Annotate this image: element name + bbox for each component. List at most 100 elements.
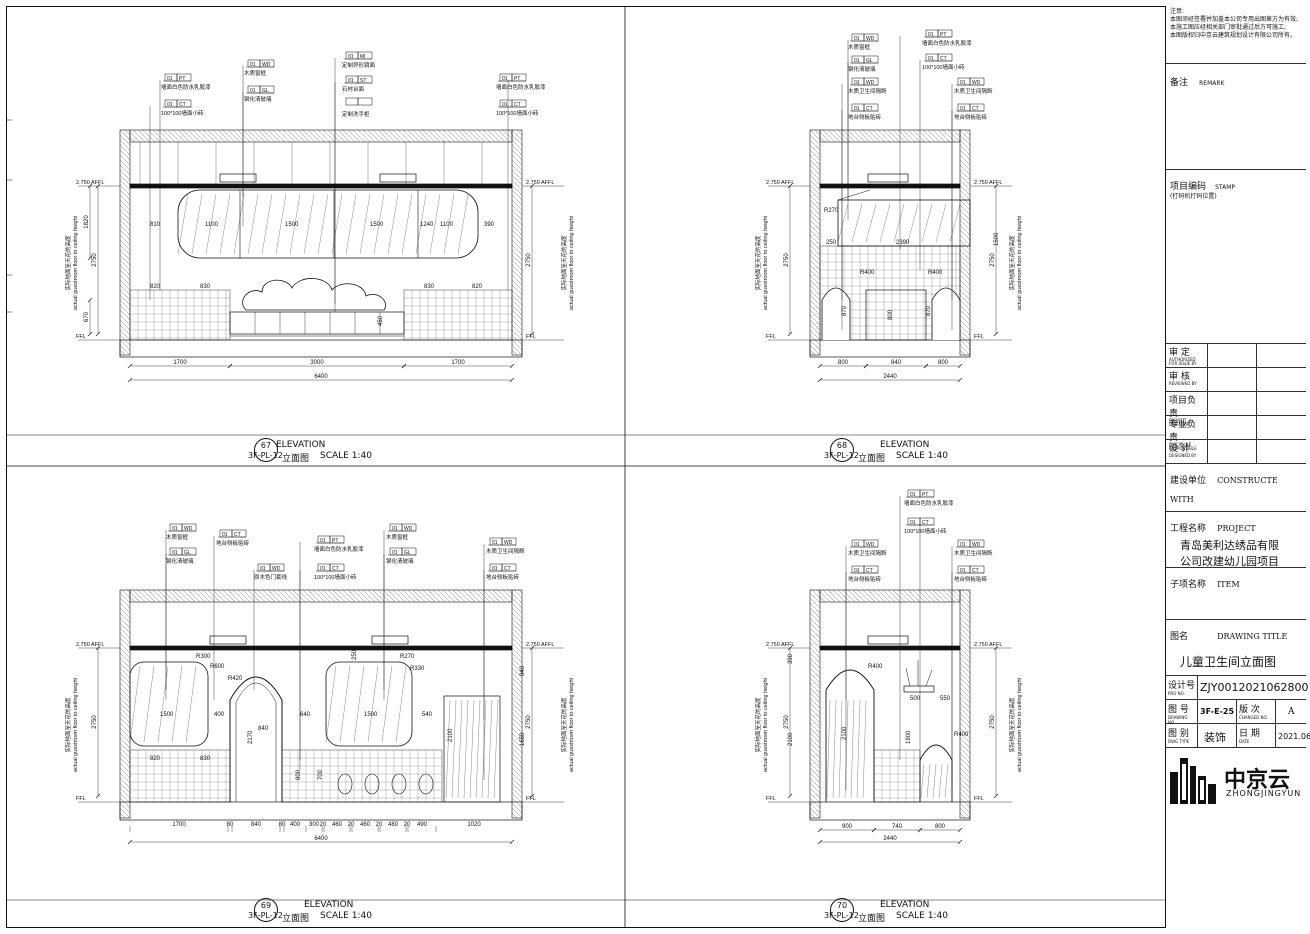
- approval-cn: 项目负责: [1169, 396, 1197, 419]
- hatch-line: [372, 589, 386, 603]
- hatch-line: [959, 324, 971, 336]
- dim-tick: [917, 827, 923, 833]
- dim-tick: [529, 183, 535, 189]
- elevation-69-number-bubble: 69: [254, 898, 278, 922]
- level-label: FFL: [766, 334, 776, 340]
- hatch-line: [262, 129, 276, 143]
- hatch-line: [959, 707, 971, 719]
- drawing-text: 250: [826, 240, 837, 246]
- hatch-line: [119, 592, 131, 604]
- tag-number: 01: [960, 542, 966, 548]
- hatch-line: [511, 254, 523, 266]
- hatch-line: [407, 129, 421, 143]
- level-label: FFL: [76, 796, 86, 802]
- hatch-line: [809, 752, 821, 764]
- hatch-line: [129, 136, 136, 143]
- hatch-line: [959, 289, 971, 301]
- hatch-line: [511, 607, 523, 619]
- dim-label: 840: [891, 360, 902, 366]
- dim-tick: [509, 363, 515, 369]
- drawing-text: 250: [352, 649, 358, 660]
- hatch-line: [809, 652, 821, 664]
- hatch-line: [119, 139, 131, 151]
- dim-label: 2440: [883, 836, 897, 842]
- hatch-line: [511, 722, 523, 734]
- drawing-text: 1100: [440, 222, 454, 228]
- tag-code: CT: [940, 56, 947, 62]
- hatch-line: [511, 309, 523, 321]
- elevation-67-scale: SCALE 1:40: [320, 451, 372, 461]
- level-label: FFL: [974, 334, 984, 340]
- hatch-line: [518, 589, 523, 594]
- hatch-line: [119, 154, 131, 166]
- hatch-line: [809, 159, 821, 171]
- hatch-line: [819, 596, 826, 603]
- drawing-text: 800: [888, 309, 894, 320]
- hatch-line: [959, 224, 971, 236]
- hatch-line: [809, 234, 821, 246]
- hatch-line: [477, 129, 491, 143]
- remarks-label: 备注: [1170, 78, 1189, 88]
- drawing-text: 390: [788, 653, 794, 664]
- segment-dim: 300: [309, 822, 320, 828]
- hatch-line: [957, 129, 961, 133]
- hatch-line: [511, 139, 523, 151]
- hatch-line: [357, 129, 371, 143]
- material-tag: 墙面白色防水乳胶漆: [161, 83, 211, 91]
- glass-hatch: [865, 203, 877, 243]
- partition-grain: [475, 699, 481, 799]
- hatch-line: [892, 129, 906, 143]
- hatch-line: [124, 129, 131, 136]
- hatch-line: [809, 344, 821, 356]
- hatch-line: [809, 657, 821, 669]
- glass-hatch: [921, 203, 933, 243]
- hatch-line: [342, 129, 356, 143]
- hatch-line: [842, 589, 856, 603]
- client-label: 建设单位: [1170, 476, 1207, 486]
- hatch-line: [809, 757, 821, 769]
- dim-tick: [957, 377, 963, 383]
- material-tag: 地台侧板贴砖: [848, 113, 882, 121]
- elevation-69-type: ELEVATION: [304, 900, 354, 910]
- dim-label: 1820: [84, 215, 90, 229]
- hatch-line: [126, 589, 131, 594]
- hatch-line: [511, 812, 518, 819]
- glass-hatch: [401, 193, 413, 255]
- hatch-line: [809, 264, 821, 276]
- drawing-text: 840: [258, 726, 269, 732]
- partition-grain: [932, 763, 937, 799]
- hatch-line: [447, 589, 461, 603]
- hatch-line: [809, 289, 821, 301]
- dim-label: 800: [938, 360, 949, 366]
- level-label: 2.750 AFFL: [766, 180, 794, 186]
- side-note-en: actual guestroom floor to ceiling height: [569, 215, 575, 310]
- material-tag: 木质卫生间隔断: [486, 547, 525, 555]
- segment-dim: 840: [251, 822, 262, 828]
- title-block: 注意: 本图须经签署并加盖本公司专用出图章方为有效; 本施工图应经相关部门审批通…: [1165, 6, 1310, 928]
- hatch-line: [511, 159, 523, 171]
- drawing-text: 1650: [520, 732, 526, 746]
- tag-number: 01: [854, 36, 860, 42]
- tag-code: PT: [514, 76, 520, 82]
- hatch-line: [959, 179, 971, 191]
- elevation-68-number-bubble: 68: [830, 438, 854, 462]
- hatch-line: [959, 274, 971, 286]
- drawing-text: R420: [228, 676, 243, 682]
- hatch-line: [959, 602, 971, 614]
- hatch-line: [287, 129, 301, 143]
- tag-number: 01: [167, 102, 173, 108]
- hatch-line: [932, 129, 946, 143]
- hatch-line: [809, 244, 821, 256]
- project-code-label: 项目编码: [1170, 182, 1207, 192]
- hatch-line: [119, 622, 131, 634]
- side-note-en: actual guestroom floor to ceiling height: [763, 215, 769, 310]
- glass-hatch: [395, 665, 407, 743]
- hatch-line: [912, 589, 926, 603]
- hatch-line: [959, 737, 971, 749]
- material-tag: 地台侧板贴砖: [216, 539, 250, 547]
- material-tag: 木质卫生间隔断: [848, 549, 887, 557]
- hatch-line: [119, 782, 131, 794]
- hatch-line: [959, 214, 971, 226]
- hatch-line: [162, 129, 176, 143]
- hatch-line: [511, 782, 523, 794]
